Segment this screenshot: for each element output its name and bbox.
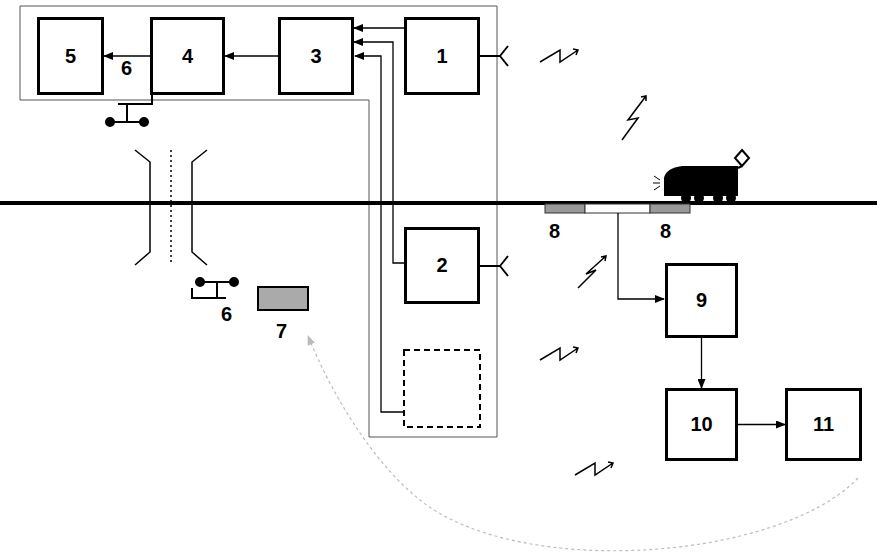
- box-number: 5: [65, 45, 76, 68]
- callout-number: 8: [660, 220, 671, 243]
- signal-arrow: [738, 424, 785, 425]
- indicator-7: [258, 287, 308, 310]
- system-frame: [20, 6, 497, 437]
- box-number: 10: [690, 413, 712, 436]
- process-box: 9: [665, 263, 738, 338]
- signal-arrow: [104, 55, 150, 56]
- process-box: 3: [278, 17, 354, 95]
- box-number: 2: [436, 254, 447, 277]
- signal-symbol: [106, 94, 238, 298]
- process-box: 2: [404, 227, 480, 304]
- signal-arrow: [701, 338, 702, 388]
- box-number: 4: [182, 45, 193, 68]
- road-crossing: [135, 150, 207, 265]
- wire: [618, 213, 664, 299]
- signal-arrow: [354, 27, 404, 28]
- process-box: 5: [37, 17, 104, 95]
- dashed-box: [404, 350, 480, 427]
- wire: [355, 56, 404, 412]
- radio-link: [540, 49, 646, 475]
- feedback-curve: [308, 336, 858, 551]
- process-box: 11: [785, 388, 862, 461]
- signal-arrow: [354, 42, 404, 263]
- callout-number: 6: [121, 57, 132, 80]
- box-number: 1: [436, 45, 447, 68]
- box-number: 11: [813, 413, 834, 436]
- process-box: 1: [404, 17, 480, 95]
- process-box: 10: [665, 388, 738, 461]
- callout-number: 7: [276, 320, 287, 343]
- antenna: [480, 46, 508, 276]
- track-sensor: [545, 204, 585, 213]
- locomotive: [653, 150, 749, 203]
- callout-number: 6: [221, 303, 232, 326]
- process-box: 4: [150, 17, 225, 95]
- track-section: [585, 204, 650, 213]
- box-number: 3: [310, 45, 321, 68]
- box-number: 9: [696, 289, 707, 312]
- signal-arrow: [225, 55, 278, 56]
- track-sensor: [650, 204, 690, 213]
- callout-number: 8: [549, 220, 560, 243]
- rail: [0, 201, 877, 205]
